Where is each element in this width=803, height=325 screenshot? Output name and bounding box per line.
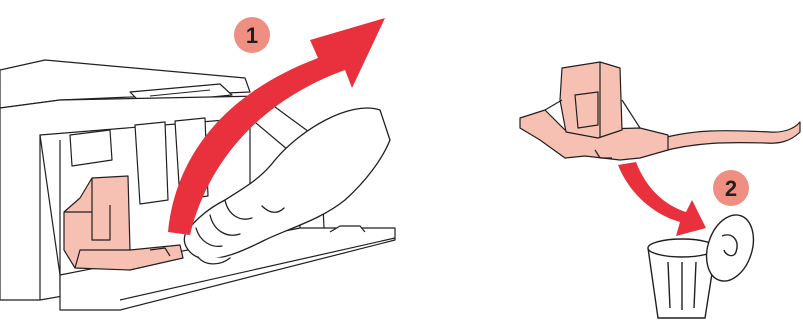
trash-can-rim bbox=[647, 238, 717, 258]
hand-illustration bbox=[183, 107, 391, 265]
pull-up-arrow bbox=[168, 18, 385, 235]
printer-bay-1 bbox=[134, 121, 169, 205]
trash-can-lid bbox=[705, 214, 755, 282]
printer-output-tray bbox=[59, 227, 396, 311]
discard-arrow bbox=[618, 162, 706, 236]
step-2-number: 2 bbox=[725, 176, 737, 201]
step-1-number: 1 bbox=[246, 23, 258, 48]
step-1-badge: 1 bbox=[234, 17, 270, 53]
printer-top-cover bbox=[0, 59, 251, 109]
step-2-badge: 2 bbox=[713, 170, 749, 206]
trash-can-icon bbox=[647, 214, 755, 319]
protective-material-illustration bbox=[519, 61, 801, 161]
protective-material-in-printer bbox=[63, 175, 184, 271]
printer-bay-3 bbox=[69, 129, 113, 167]
